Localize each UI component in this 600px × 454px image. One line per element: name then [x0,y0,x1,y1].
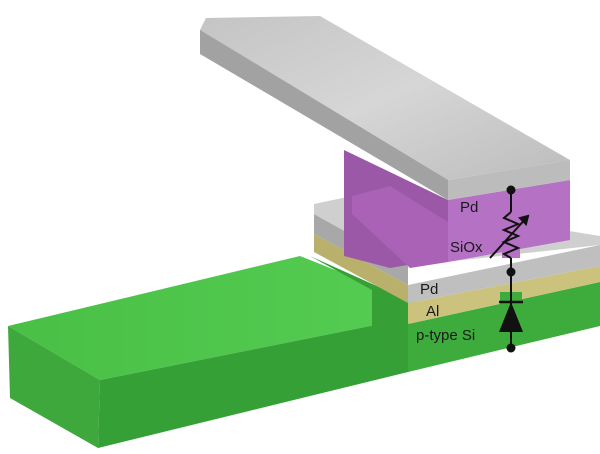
label-top-pd: Pd [460,199,478,216]
label-siox: SiOx [450,239,483,256]
label-bottom-pd: Pd [420,281,438,298]
pd-top-side [200,30,448,200]
si-bar-side [98,318,410,448]
pd-top-plate [200,16,570,200]
label-al: Al [426,303,439,320]
pd-bottom-front [408,245,600,303]
node-mid [506,267,516,277]
si-bar [8,256,420,448]
si-bar-front [8,326,100,448]
si-bar-top [8,256,420,380]
node-bottom [506,343,516,353]
siox-step [352,186,448,268]
variable-resistor-icon [489,211,530,259]
label-si: p-type Si [416,327,475,344]
al-layer-left [314,234,408,303]
diode-icon [499,286,523,340]
node-top [506,185,516,195]
pd-top-front [448,160,570,200]
pd-top-face [200,16,570,180]
si-block-left [310,256,408,372]
